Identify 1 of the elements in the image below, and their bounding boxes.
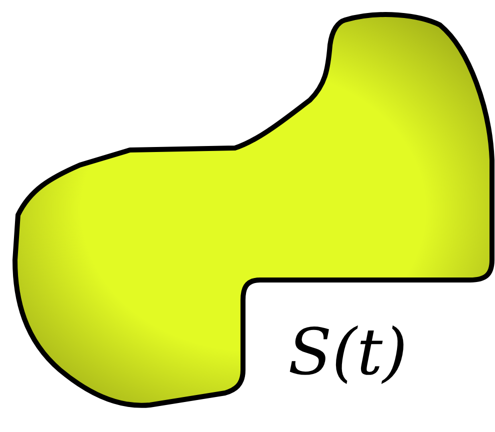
region-label: S(t) <box>288 318 408 388</box>
